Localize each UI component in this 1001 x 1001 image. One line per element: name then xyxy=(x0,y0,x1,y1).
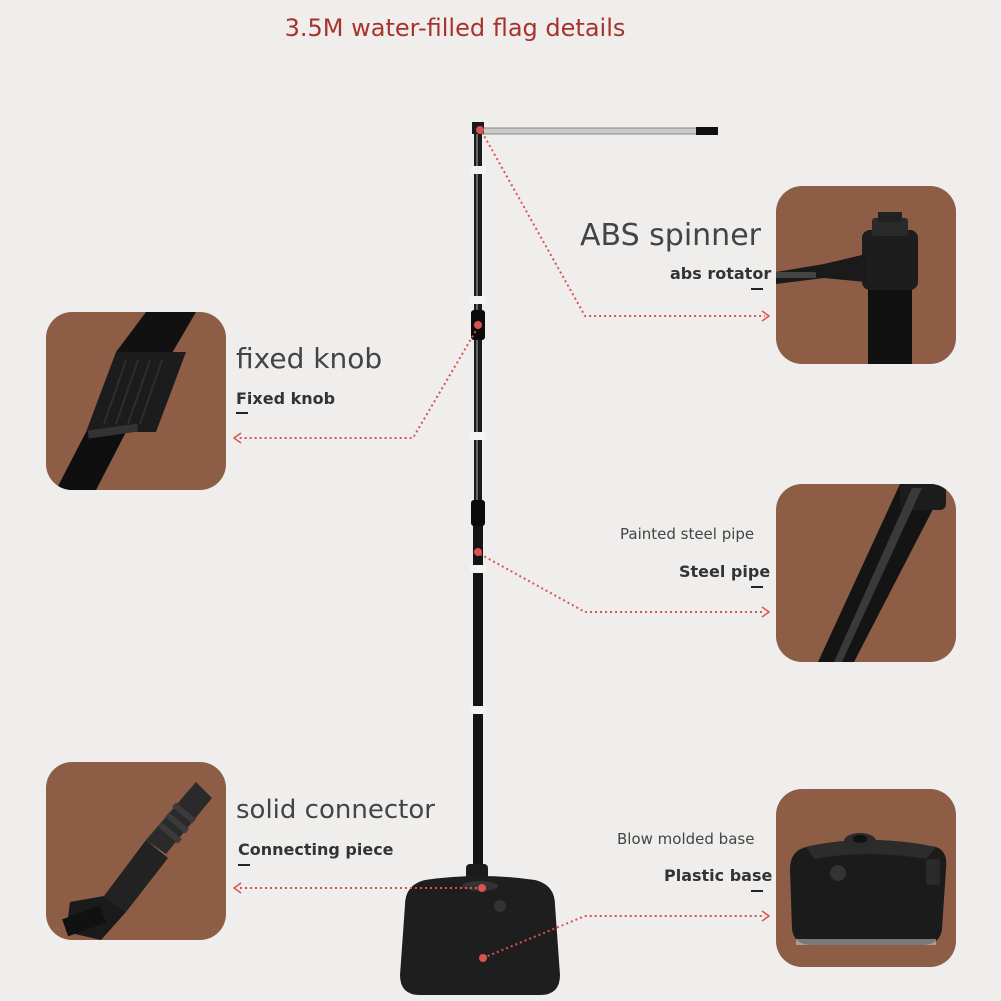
pipe-photo xyxy=(818,484,946,662)
flag-clip xyxy=(470,706,486,714)
flag-arm xyxy=(477,127,717,135)
knob-photo xyxy=(56,312,196,490)
knob-heading: fixed knob xyxy=(236,342,383,375)
connector-heading: solid connector xyxy=(236,795,435,825)
water-base xyxy=(400,876,560,995)
base-heading: Blow molded base xyxy=(617,830,755,848)
base-underline xyxy=(751,890,763,892)
pole-lower xyxy=(473,500,483,880)
spinner-subheading: abs rotator xyxy=(670,264,772,283)
marker-dot xyxy=(474,321,482,329)
knob-underline xyxy=(236,412,248,414)
flag-clip xyxy=(470,565,486,573)
knob-subheading: Fixed knob xyxy=(236,389,336,408)
detail-card-spinner xyxy=(776,186,956,364)
flag-clip xyxy=(470,432,486,440)
connector-subheading: Connecting piece xyxy=(238,840,394,859)
flag-clip xyxy=(470,296,486,304)
flag-clip xyxy=(470,166,486,174)
pipe-heading: Painted steel pipe xyxy=(620,525,755,543)
detail-card-base xyxy=(776,789,956,967)
spinner-underline xyxy=(751,288,763,290)
leader-line-spinner xyxy=(481,131,765,317)
connector-photo xyxy=(62,782,212,940)
pipe-underline xyxy=(751,586,763,588)
flag-arm-tip xyxy=(696,127,718,135)
base-subheading: Plastic base xyxy=(664,866,773,885)
spinner-photo xyxy=(776,212,918,364)
leader-line-base xyxy=(482,915,765,959)
spinner-heading: ABS spinner xyxy=(580,218,761,253)
leader-line-knob xyxy=(238,326,479,439)
detail-card-connector xyxy=(46,762,226,940)
base-photo xyxy=(790,833,947,945)
detail-card-pipe xyxy=(776,484,956,662)
detail-card-knob xyxy=(46,312,226,490)
pole-joint xyxy=(471,500,485,526)
page-title: 3.5M water-filled flag details xyxy=(284,14,626,42)
pipe-subheading: Steel pipe xyxy=(679,562,771,581)
connector-underline xyxy=(238,864,250,866)
